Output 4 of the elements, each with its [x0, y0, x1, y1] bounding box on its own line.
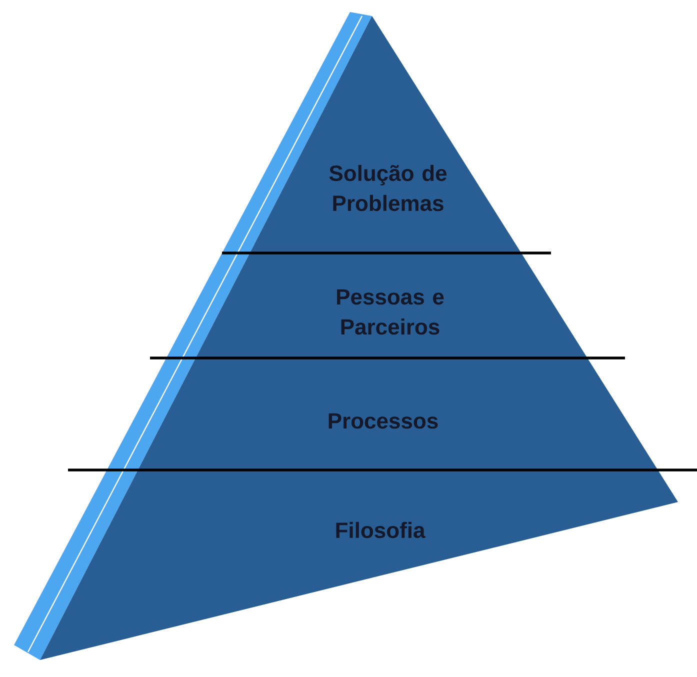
tier-label: Filosofia [336, 522, 426, 538]
tier-label: Processos [328, 413, 438, 429]
tier-label: Solução de Problemas [329, 164, 447, 212]
tier-label: Pessoas e Parceiros [337, 289, 444, 335]
